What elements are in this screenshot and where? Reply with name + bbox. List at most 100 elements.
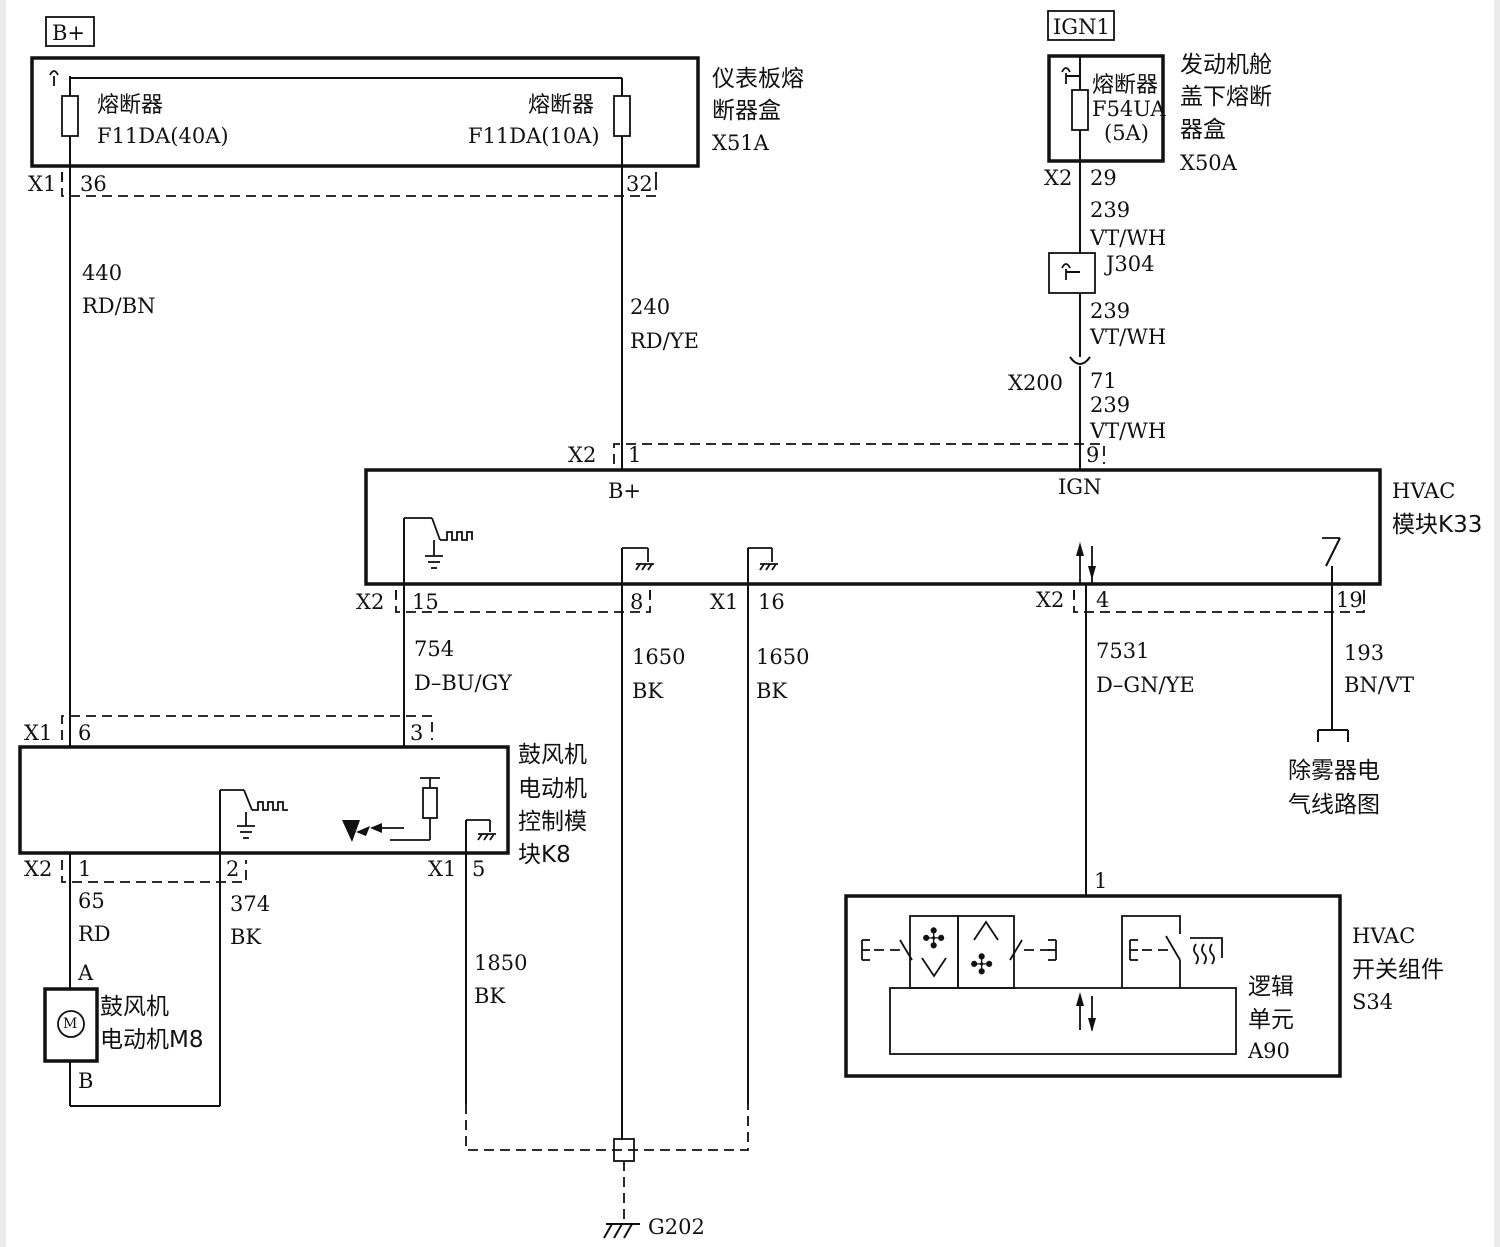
wire-240-color: RD/YE [630, 329, 699, 353]
wire-1850-color: BK [474, 984, 505, 1008]
wire-239c-number: 239 [1090, 393, 1130, 417]
s34-code: S34 [1352, 990, 1393, 1014]
bus-symbol-icon [1061, 263, 1071, 269]
k33-pin-9: 9 [1086, 443, 1099, 467]
k33-pin-8: 8 [630, 590, 643, 614]
k33-title-1: HVAC [1392, 479, 1455, 503]
pwm-output-icon [403, 517, 473, 584]
wire-440-number: 440 [82, 261, 122, 285]
k33-pin-16: 16 [758, 590, 785, 614]
k8-title-3: 控制模 [518, 809, 587, 835]
wire-240-number: 240 [630, 295, 670, 319]
ground-pin16-icon [748, 547, 778, 571]
x50a-connector-label: X2 [1044, 166, 1072, 190]
ign1-terminal: IGN1 [1047, 10, 1115, 41]
x200-label: X200 [1008, 371, 1063, 395]
motor-icon [57, 1010, 85, 1038]
wire-193-color: BN/VT [1344, 673, 1414, 697]
fuse2-label: 熔断器 [528, 93, 594, 118]
serial-data-icon [1076, 542, 1096, 584]
k8-top-connector-label: X1 [24, 721, 52, 745]
ground-pin5-icon [465, 819, 496, 853]
blower-control-module-k8: X1 6 3 鼓风机 电动机 控制模 块K8 [18, 715, 587, 883]
fuse-box-x51a-code: X51A [712, 131, 770, 155]
s34-pin-1: 1 [1094, 869, 1107, 893]
k33-title-2: 模块K33 [1392, 512, 1482, 538]
inline-connector-x200: X200 71 [1008, 346, 1117, 395]
svg-text:✣: ✣ [922, 922, 945, 955]
hvac-switch-assembly-s34: 1 HVAC 开关组件 S34 ✣ ✣ [844, 869, 1444, 1078]
defog-ref-line-2: 气线路图 [1288, 792, 1380, 818]
logic-unit-line-2: 单元 [1248, 1007, 1294, 1033]
k8-pin-5: 5 [472, 857, 485, 881]
motor-symbol: M [63, 1016, 77, 1032]
svg-text:✣: ✣ [970, 948, 993, 981]
wire-754-number: 754 [414, 637, 454, 661]
wire-7531-number: 7531 [1096, 639, 1149, 663]
k33-pin-15: 15 [412, 590, 439, 614]
fuse-box-x51a-title-1: 仪表板熔 [712, 66, 804, 92]
bplus-label: B+ [52, 21, 85, 45]
k8-pin-2: 2 [226, 857, 239, 881]
wire-239a-color: VT/WH [1089, 226, 1166, 250]
j304-label: J304 [1104, 252, 1155, 276]
wire-374-number: 374 [230, 892, 270, 916]
s34-title-1: HVAC [1352, 924, 1415, 948]
fuse2-rating: F11DA(10A) [468, 124, 600, 148]
wire-1650a-color: BK [632, 679, 663, 703]
k33-top-connector-label: X2 [568, 443, 596, 467]
defog-input-switch-icon [1322, 537, 1341, 584]
k33-pin-1: 1 [628, 443, 641, 467]
fuse-box-x50a: 熔断器 F54UA (5A) 发动机舱 盖下熔断 器盒 X50A X2 29 [1044, 52, 1272, 190]
wire-193-number: 193 [1344, 641, 1384, 665]
junction-j304: J304 [1048, 252, 1155, 294]
defog-ref-line-1: 除雾器电 [1288, 758, 1380, 784]
k33-pin-19: 19 [1336, 588, 1363, 612]
blower-motor-m8: A M 鼓风机 电动机M8 B [43, 961, 203, 1093]
wire-1650b-color: BK [756, 679, 787, 703]
k33-pin-4: 4 [1096, 588, 1109, 612]
speed-control-icon [342, 777, 440, 842]
wire-239a-number: 239 [1090, 198, 1130, 222]
bus-symbol-icon [49, 70, 59, 76]
s34-title-2: 开关组件 [1352, 957, 1444, 983]
k8-title-1: 鼓风机 [518, 742, 587, 768]
fuse1-rating: F11DA(40A) [97, 124, 229, 148]
k33-bottom-left-connector-label: X2 [356, 590, 384, 614]
wire-239b-number: 239 [1090, 299, 1130, 323]
fuse-f54ua-label: 熔断器 [1092, 73, 1158, 98]
k33-ign-label: IGN [1058, 475, 1101, 499]
x51a-pin-32: 32 [626, 172, 653, 196]
fuse-box-x50a-code: X50A [1180, 151, 1238, 175]
logic-unit-a90: 逻辑 单元 A90 [889, 974, 1294, 1063]
ground-g202: G202 [465, 1104, 749, 1239]
wire-440-color: RD/BN [82, 294, 156, 318]
logic-unit-line-1: 逻辑 [1248, 974, 1294, 1000]
k33-x1-connector-label: X1 [710, 590, 738, 614]
motor-pin-b: B [78, 1069, 93, 1093]
fuse-box-x50a-title-2: 盖下熔断 [1180, 84, 1272, 110]
x51a-connector-label: X1 [28, 172, 56, 196]
wire-239b-color: VT/WH [1089, 325, 1166, 349]
motor-pin-a: A [77, 961, 94, 985]
rear-defog-switch-icon [1121, 915, 1223, 988]
ign1-label: IGN1 [1053, 15, 1110, 39]
wire-754-color: D–BU/GY [414, 671, 513, 695]
x50a-pin-29: 29 [1090, 166, 1117, 190]
fuse1-label: 熔断器 [97, 93, 163, 118]
k8-pin-6: 6 [78, 721, 91, 745]
bplus-terminal: B+ [45, 16, 95, 47]
k8-x1-connector-label: X1 [428, 857, 456, 881]
pwm-ground-switch-icon [219, 789, 288, 853]
wire-65-color: RD [78, 922, 111, 946]
defog-heat-icon [1193, 943, 1215, 965]
fuse-box-x51a-title-2: 断器盒 [712, 98, 781, 124]
wire-7531-color: D–GN/YE [1096, 673, 1195, 697]
x200-pin-71: 71 [1090, 369, 1117, 393]
wire-65-number: 65 [78, 889, 105, 913]
wire-1650a-number: 1650 [632, 645, 685, 669]
x51a-pin-36: 36 [80, 172, 107, 196]
logic-unit-code: A90 [1247, 1039, 1290, 1063]
motor-title-2: 电动机M8 [100, 1027, 203, 1053]
k33-bottom-right-connector-label: X2 [1036, 588, 1064, 612]
